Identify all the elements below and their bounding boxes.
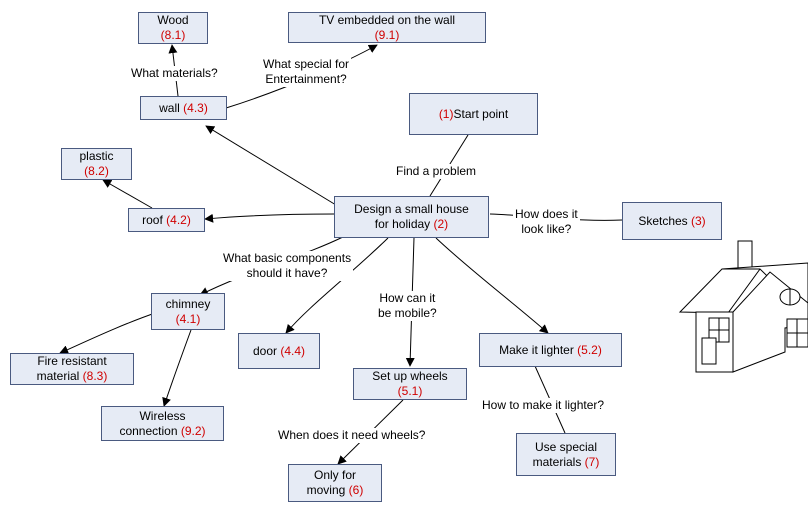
node-label: Make it lighter [499, 342, 574, 357]
edge-label-find-problem: Find a problem [394, 164, 479, 179]
edge-chimney-to-fire [59, 311, 159, 354]
node-set-up-wheels: Set up wheels (5.1) [353, 368, 467, 400]
node-label-line1: Fire resistant [37, 354, 107, 368]
edge-label-look-like: How does it look like? [513, 207, 580, 237]
node-label-line1: Use special [534, 439, 598, 454]
node-fire-resistant: Fire resistant material (8.3) [10, 353, 134, 385]
node-label-line2: moving [306, 483, 346, 497]
node-number: (9.1) [374, 27, 400, 42]
node-number: (4.3) [183, 100, 208, 115]
node-plastic: plastic (8.2) [61, 148, 132, 180]
node-label: Wood [157, 13, 189, 27]
node-number: (8.3) [82, 369, 108, 383]
node-label-line2: material [36, 369, 80, 383]
node-number: (9.2) [180, 423, 206, 438]
edge-label-materials: What materials? [129, 66, 220, 81]
node-number: (7) [584, 454, 600, 469]
node-label: TV embedded on the wall [318, 12, 456, 27]
edge-label-line2: be mobile? [378, 306, 437, 320]
node-start-point: (1)Start point [409, 93, 538, 135]
edge-label-entertainment: What special for Entertainment? [261, 57, 352, 87]
edge-design-to-roof [204, 213, 336, 223]
node-label: wall [159, 100, 180, 115]
edge-design-to-wall [205, 125, 337, 206]
edge-label-line2: look like? [521, 222, 572, 236]
node-number: (3) [691, 213, 706, 228]
node-number: (8.1) [160, 28, 186, 42]
node-tv-embedded: TV embedded on the wall (9.1) [288, 12, 486, 43]
edge-label-when-wheels: When does it need wheels? [276, 428, 428, 443]
node-label-line1: Wireless [139, 408, 186, 423]
node-label-line1: Design a small house [354, 202, 469, 216]
edge-label-line1: What basic components [223, 251, 352, 265]
node-number: (5.2) [577, 342, 602, 357]
node-wall: wall (4.3) [140, 96, 227, 120]
node-label: Start point [453, 106, 509, 121]
node-use-special-materials: Use special materials (7) [516, 433, 616, 476]
node-number: (5.1) [397, 384, 423, 398]
node-wireless-connection: Wireless connection (9.2) [101, 406, 224, 441]
edge-label-basic-components: What basic components should it have? [221, 251, 354, 281]
edge-chimney-to-wireless [162, 329, 192, 407]
node-label-line1: Only for [313, 468, 356, 482]
node-make-it-lighter: Make it lighter (5.2) [479, 333, 622, 367]
node-label: door [252, 343, 277, 358]
node-door: door (4.4) [238, 333, 320, 369]
node-design-house: Design a small house for holiday (2) [334, 196, 489, 238]
node-chimney: chimney (4.1) [151, 293, 225, 330]
node-wood: Wood (8.1) [138, 12, 208, 44]
node-sketches: Sketches (3) [622, 202, 722, 240]
node-number: (2) [433, 217, 449, 231]
node-label: chimney [165, 296, 211, 311]
node-label-line2: connection [119, 423, 178, 438]
edge-label-line2: should it have? [246, 266, 328, 280]
edge-label-line1: How does it [515, 207, 578, 221]
edge-label-line2: Entertainment? [265, 72, 347, 86]
node-number: (4.2) [166, 212, 191, 227]
node-roof: roof (4.2) [128, 208, 205, 232]
node-label: Sketches [638, 213, 688, 228]
edge-label-mobile: How can it be mobile? [376, 291, 439, 321]
node-label-line2: materials [532, 454, 582, 469]
node-number: (8.2) [84, 164, 109, 178]
edge-design-to-lighter [435, 237, 549, 334]
house-sketch-icon [678, 240, 808, 373]
edge-roof-to-plastic [102, 179, 153, 209]
edge-label-how-lighter: How to make it lighter? [480, 398, 607, 413]
edge-design-to-door [285, 237, 389, 334]
node-only-for-moving: Only for moving (6) [288, 464, 382, 502]
edge-label-line1: How can it [379, 291, 436, 305]
node-number: (4.4) [280, 343, 306, 358]
node-number: (1) [438, 106, 454, 121]
node-label: plastic [79, 149, 114, 163]
edge-label-line1: What special for [263, 57, 350, 71]
node-number: (6) [348, 483, 364, 497]
node-label-line2: for holiday [374, 217, 431, 231]
node-number: (4.1) [175, 311, 201, 326]
node-label: roof [142, 212, 163, 227]
node-label: Set up wheels [372, 369, 448, 383]
